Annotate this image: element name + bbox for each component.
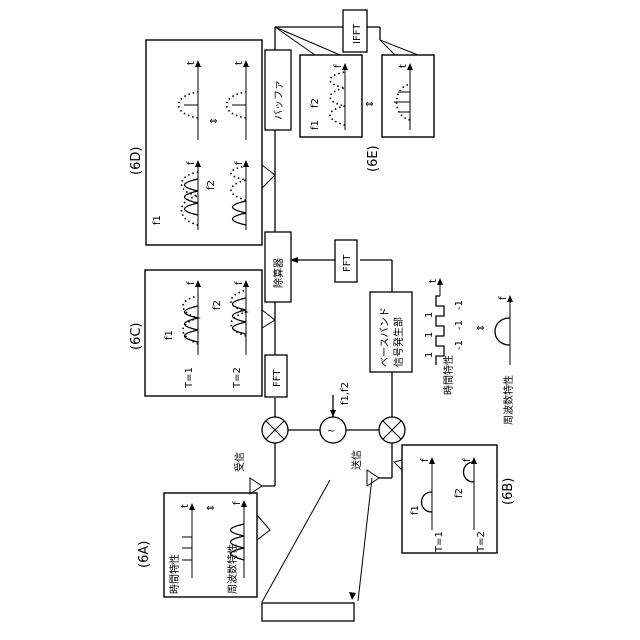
svg-text:FFT: FFT (342, 254, 353, 272)
panel-6c: (6C) T=1 T=2 f f1 f f2 (129, 270, 275, 396)
svg-text:t: t (180, 504, 191, 508)
svg-text:f1: f1 (164, 330, 175, 340)
label-time-char: 時間特性 (168, 554, 181, 594)
label-transmit: 送信 (350, 450, 363, 470)
svg-text:f1: f1 (410, 505, 421, 515)
svg-text:f2: f2 (212, 300, 223, 310)
tx-antenna: 送信 (350, 443, 392, 486)
panel-6b: (6B) T=1 T=2 f f1 f f2 (394, 445, 516, 553)
reflection-path-rx (262, 480, 330, 602)
svg-text:-1: -1 (454, 340, 465, 350)
label-6c: (6C) (129, 323, 144, 351)
svg-text:f: f (186, 281, 197, 285)
svg-text:f1: f1 (152, 215, 163, 225)
label-6b: (6B) (501, 478, 516, 505)
svg-text:⇕: ⇕ (365, 100, 376, 108)
svg-text:-1: -1 (454, 300, 465, 310)
target-plate (262, 603, 354, 621)
svg-text:1: 1 (424, 312, 435, 318)
mixer-tx (379, 417, 405, 443)
oscillator: ~ (320, 417, 346, 443)
svg-text:f2: f2 (206, 180, 217, 190)
svg-text:t: t (398, 64, 409, 68)
oscillator-symbol: ~ (327, 426, 335, 437)
svg-text:t: t (186, 61, 197, 65)
ifft-block: IFFT (343, 10, 367, 52)
svg-text:⇕: ⇕ (209, 117, 220, 125)
svg-text:f: f (234, 161, 245, 165)
svg-text:1: 1 (424, 352, 435, 358)
svg-text:T=2: T=2 (232, 367, 243, 389)
svg-text:IFFT: IFFT (352, 23, 363, 44)
svg-text:⇕: ⇕ (206, 504, 217, 512)
label-time-char-b: 時間特性 (442, 355, 455, 395)
divider-block: 除算器 (265, 232, 291, 302)
svg-text:ベースバンド: ベースバンド (379, 307, 391, 367)
svg-text:1: 1 (424, 332, 435, 338)
svg-text:FFT: FFT (272, 369, 283, 387)
svg-text:f: f (420, 458, 431, 462)
svg-text:除算器: 除算器 (272, 258, 285, 288)
svg-text:t: t (234, 61, 245, 65)
svg-text:f2: f2 (454, 488, 465, 498)
svg-text:-1: -1 (454, 320, 465, 330)
reflection-arrow (349, 592, 356, 600)
label-6d: (6D) (129, 147, 144, 175)
label-6a: (6A) (137, 541, 152, 568)
svg-text:f2: f2 (310, 98, 321, 108)
label-freq-char-b: 周波数特性 (502, 375, 515, 425)
buffer-block: バッファ (265, 50, 291, 130)
panel-6e-right: t (380, 40, 434, 137)
baseband-generator: ベースバンド 信号発生部 (370, 292, 412, 372)
fft-ref-block: FFT (335, 240, 357, 282)
svg-text:t: t (428, 279, 439, 283)
svg-text:⇕: ⇕ (476, 324, 487, 332)
label-receive: 受信 (234, 452, 246, 472)
fft-rx-block: FFT (265, 355, 287, 397)
svg-text:f: f (333, 64, 344, 68)
reflection-path-tx (358, 478, 372, 601)
baseband-characteristics: 時間特性 周波数特性 t 1 1 1 -1 -1 -1 ⇕ f (424, 278, 515, 425)
svg-text:T=1: T=1 (184, 367, 195, 389)
svg-text:バッファ: バッファ (273, 80, 285, 120)
label-6e: (6E) (366, 145, 381, 172)
svg-text:f: f (498, 296, 509, 300)
svg-text:f1: f1 (310, 120, 321, 130)
svg-text:T=1: T=1 (434, 531, 445, 553)
rx-antenna: 受信 (234, 443, 275, 494)
svg-text:T=2: T=2 (476, 531, 487, 553)
svg-text:f: f (234, 281, 245, 285)
svg-text:f: f (462, 458, 473, 462)
svg-text:f: f (232, 501, 243, 505)
mixer-rx (262, 417, 288, 443)
svg-text:信号発生部: 信号発生部 (392, 317, 405, 367)
panel-6a: (6A) 時間特性 周波数特性 t ⇕ f (137, 493, 270, 597)
panel-6d: (6D) f f1 f f2 ⇕ t t (129, 40, 275, 245)
label-osc-freq: f1,f2 (340, 382, 351, 405)
svg-text:f: f (186, 161, 197, 165)
